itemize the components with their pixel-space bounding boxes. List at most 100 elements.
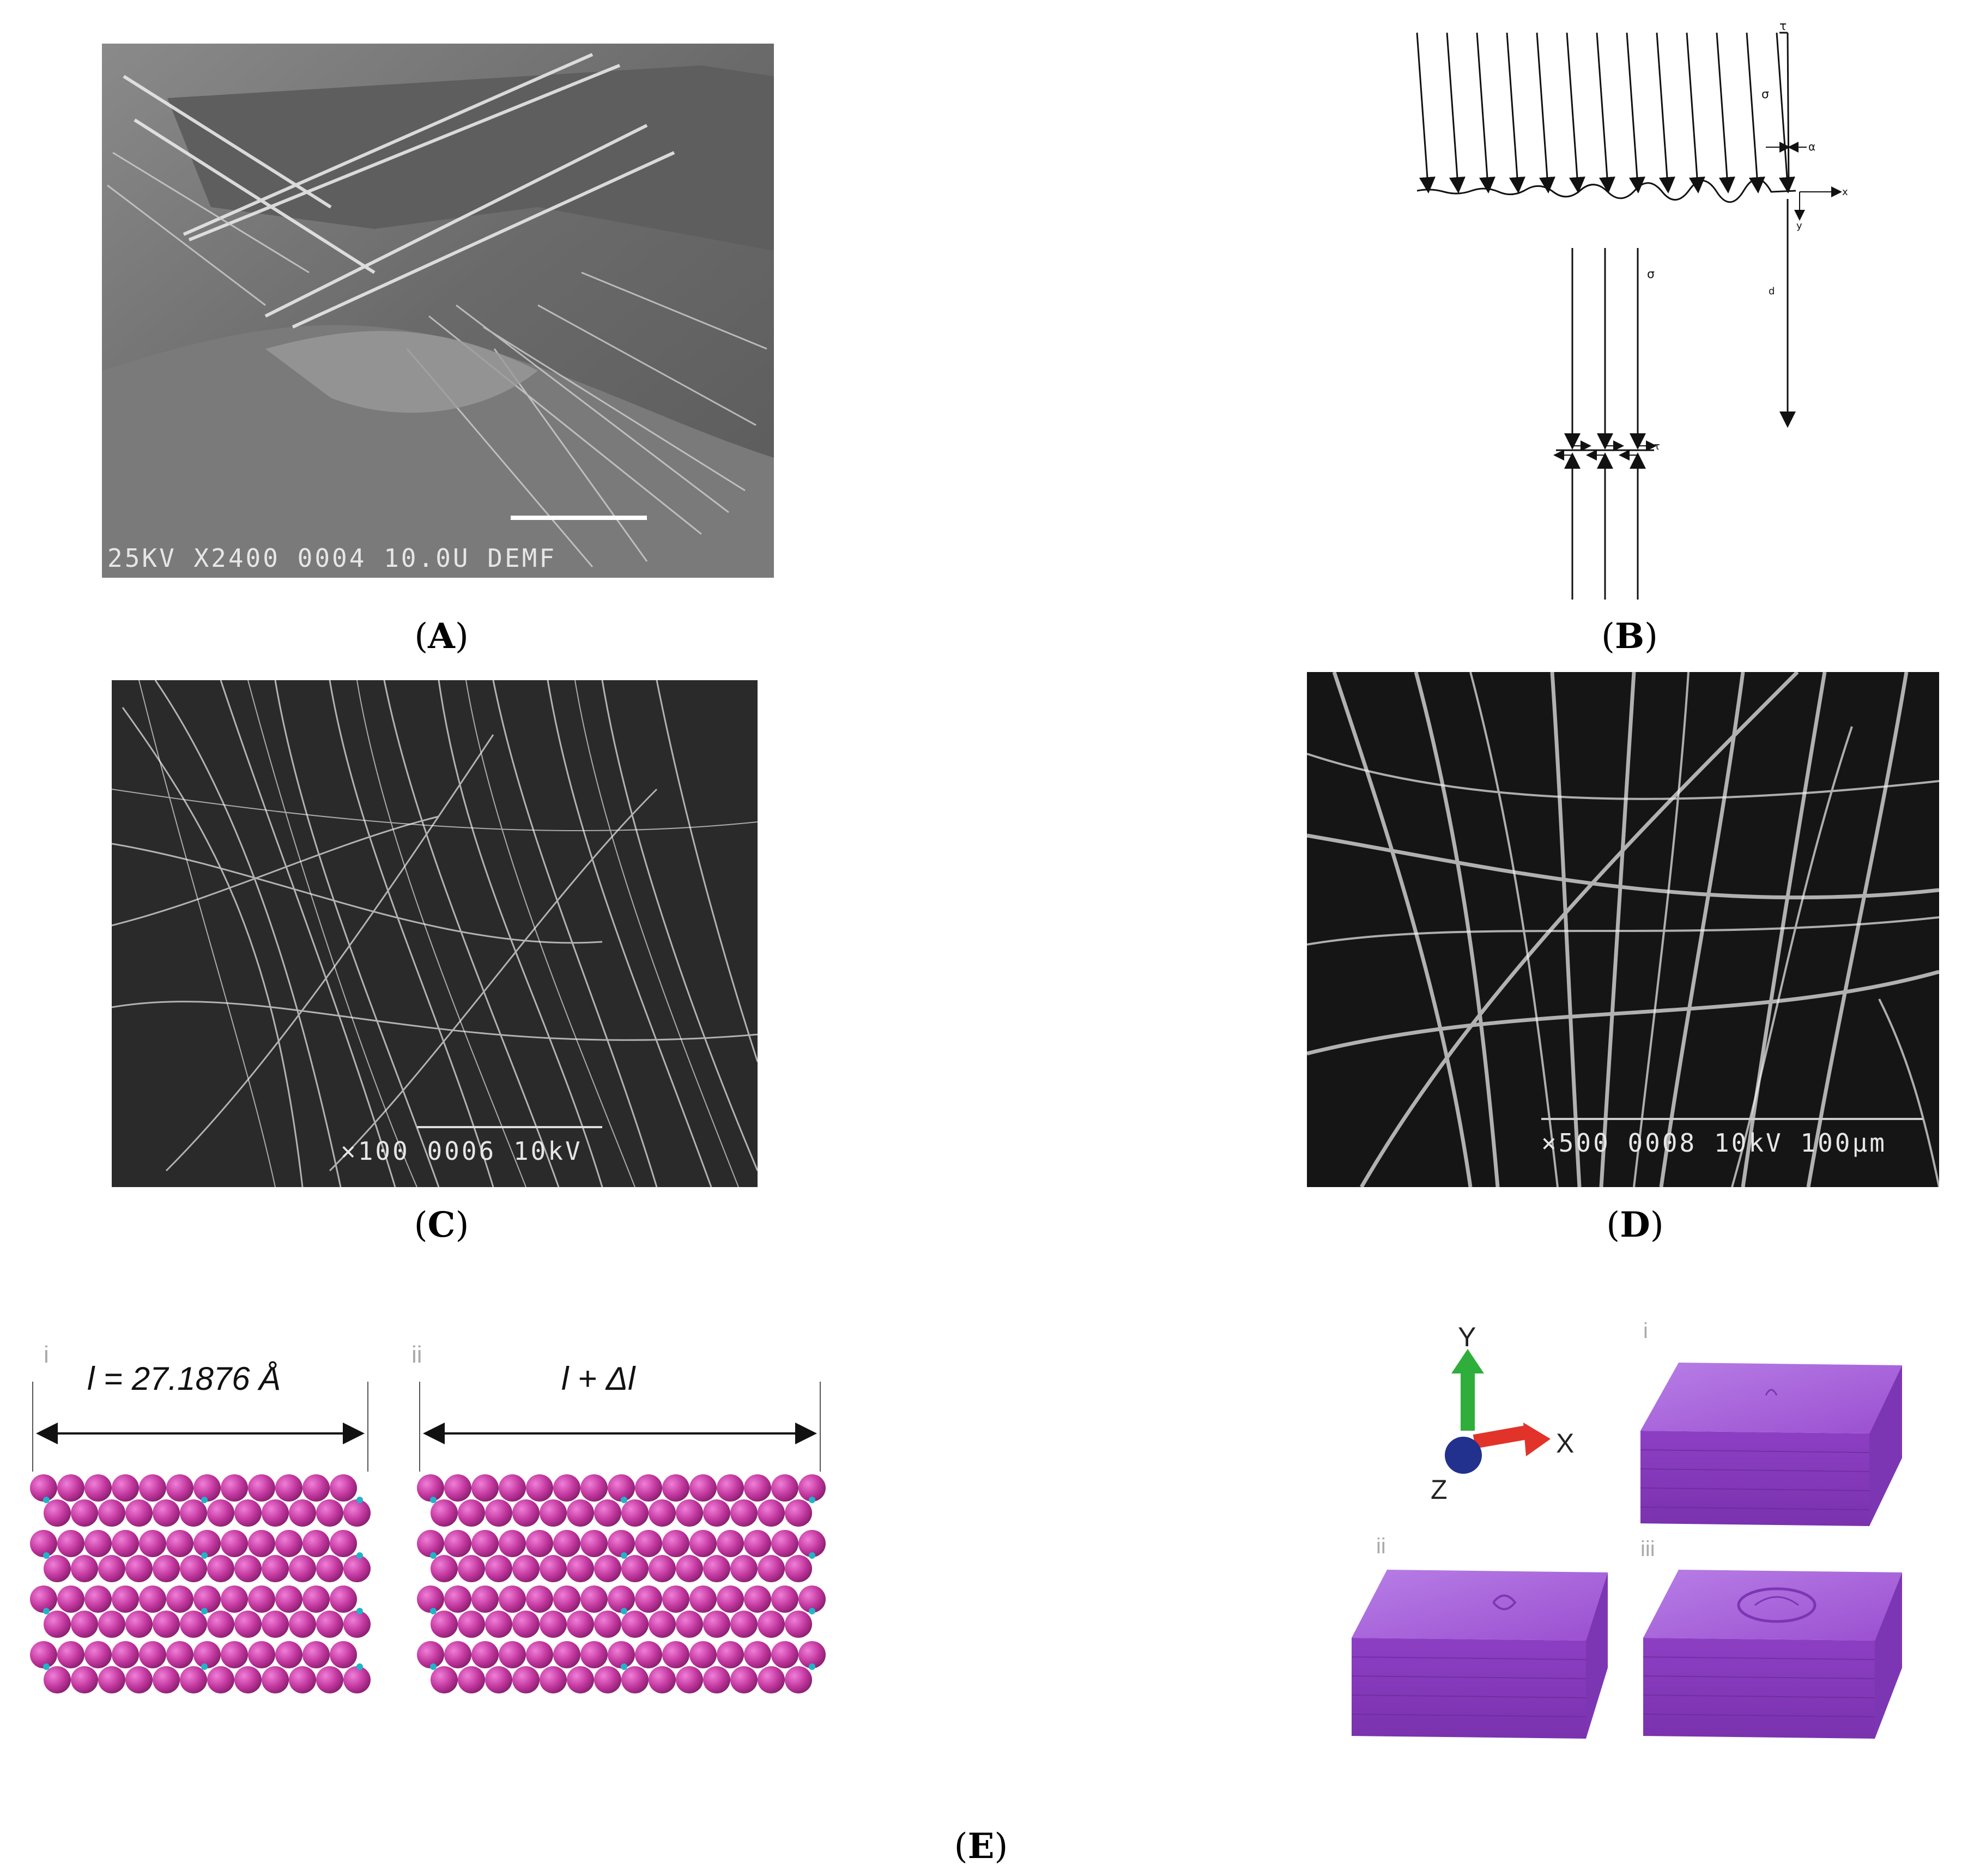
atom [112,1530,139,1557]
atom [417,1585,444,1613]
lattice-length-i: l = 27.1876 Å [87,1360,281,1397]
atom [608,1474,635,1502]
atom [785,1499,812,1527]
atom [30,1474,57,1502]
interstitial-atom [621,1608,627,1614]
atom [485,1611,512,1638]
atom [248,1530,275,1557]
atom [553,1641,580,1668]
lattice-label-ii: ii [411,1341,422,1368]
atom [730,1499,758,1527]
atom [608,1530,635,1557]
atom [689,1641,717,1668]
atom [57,1530,84,1557]
atom [275,1641,302,1668]
atom [30,1530,57,1557]
atom [471,1585,499,1613]
atom [512,1611,540,1638]
atom [662,1530,689,1557]
axis-y-label: Y [1458,1322,1476,1352]
atom [676,1611,703,1638]
atom [785,1555,812,1582]
atom [526,1530,553,1557]
atom [676,1555,703,1582]
interstitial-atom [201,1552,208,1559]
atom [139,1641,166,1668]
atom [248,1641,275,1668]
atom [471,1530,499,1557]
panel-a-sem-label: 25KV X2400 0004 10.0U DEMF [107,543,556,573]
atom [444,1641,471,1668]
atom [98,1499,125,1527]
atom [139,1585,166,1613]
block-ii [1351,1570,1608,1739]
atom [57,1474,84,1502]
atom [343,1666,371,1693]
atom [139,1474,166,1502]
atom [330,1530,357,1557]
atom [262,1666,289,1693]
tau-top-label: τ [1779,22,1787,33]
alpha-label: α [1808,140,1815,153]
atom [207,1555,234,1582]
caption-d: (D) [1606,1205,1664,1245]
interstitial-atom [809,1497,815,1503]
atom [689,1474,717,1502]
atom [703,1666,730,1693]
atom [444,1474,471,1502]
atom [234,1611,262,1638]
atom [71,1611,98,1638]
atom [608,1585,635,1613]
axis-y-arrow [1461,1371,1475,1431]
lattice-i-atoms [30,1474,371,1693]
interstitial-atom [430,1552,437,1559]
atom [512,1555,540,1582]
atom [785,1666,812,1693]
atom [567,1666,594,1693]
interstitial-atom [809,1608,815,1614]
atom [57,1585,84,1613]
atom [458,1666,485,1693]
atom [758,1611,785,1638]
atom [499,1641,526,1668]
atom [153,1499,180,1527]
panel-d-sem-image: ×500 0008 10kV 100μm [1307,672,1939,1187]
atom [458,1611,485,1638]
atom [785,1611,812,1638]
atom [248,1585,275,1613]
atom [594,1499,621,1527]
atom [798,1585,826,1613]
atom [512,1666,540,1693]
atom [84,1585,112,1613]
panel-e-blocks: Y X Z i ii [1330,1308,1951,1782]
atom [689,1585,717,1613]
atom [112,1585,139,1613]
panel-a-sem-image: 25KV X2400 0004 10.0U DEMF [102,44,774,578]
atom [166,1585,193,1613]
block-label-i: i [1643,1319,1648,1343]
atom [302,1530,330,1557]
atom [330,1585,357,1613]
atom [289,1555,316,1582]
atom [621,1555,649,1582]
atom [717,1585,744,1613]
atom [125,1499,153,1527]
atom [567,1499,594,1527]
atom [540,1666,567,1693]
atom [275,1474,302,1502]
atom [71,1666,98,1693]
axis-x-label: X [1556,1428,1574,1459]
atom [71,1499,98,1527]
panel-e-lattice: i ii l = 27.1876 Å l + Δl [16,1324,845,1777]
lattice-length-ii: l + Δl [561,1360,636,1397]
interstitial-atom [201,1663,208,1670]
atom [485,1555,512,1582]
atom [635,1530,662,1557]
atom [71,1555,98,1582]
interstitial-atom [43,1608,50,1614]
atom [302,1585,330,1613]
atom [207,1499,234,1527]
atom [302,1641,330,1668]
atom [316,1555,343,1582]
atom [44,1611,71,1638]
